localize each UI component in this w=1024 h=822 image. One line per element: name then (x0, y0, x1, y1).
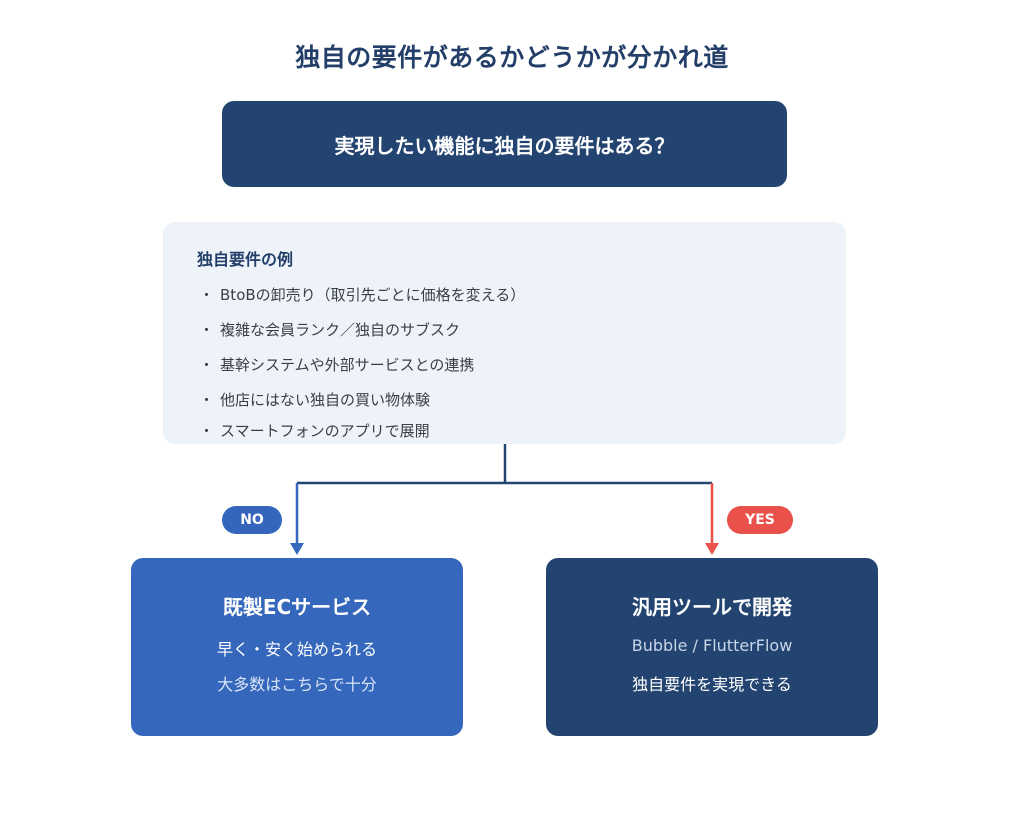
bullet: ・ (199, 422, 215, 440)
result-line: 大多数はこちらで十分 (217, 675, 377, 694)
example-item: ・スマートフォンのアプリで展開 (199, 420, 430, 441)
no-label: NO (240, 512, 264, 528)
example-item: ・ BtoBの卸売り（取引先ごとに価格を変える） (199, 284, 525, 305)
bullet: ・ (199, 286, 215, 304)
examples-heading: 独自要件の例 (197, 250, 294, 269)
bullet: ・ (199, 356, 215, 374)
example-text: 他店にはない独自の買い物体験 (220, 391, 431, 409)
ready-made-ec-box: 既製ECサービス 早く・安く始められる 大多数はこちらで十分 (131, 558, 463, 736)
yes-label: YES (745, 512, 775, 528)
example-item: ・複雑な会員ランク／独自のサブスク (199, 319, 460, 340)
example-text: 複雑な会員ランク／独自のサブスク (220, 321, 461, 339)
no-badge: NO (222, 506, 282, 534)
result-line: Bubble / FlutterFlow (631, 636, 793, 655)
yes-arrowhead-icon (705, 543, 719, 555)
bullet: ・ (199, 321, 215, 339)
bullet: ・ (199, 391, 215, 409)
general-tool-box: 汎用ツールで開発 Bubble / FlutterFlow 独自要件を実現できる (546, 558, 878, 736)
question-text: 実現したい機能に独自の要件はある？ (334, 133, 675, 158)
example-text: BtoBの卸売り（取引先ごとに価格を変える） (220, 286, 526, 304)
example-item: ・他店にはない独自の買い物体験 (199, 389, 430, 410)
example-item: ・基幹システムや外部サービスとの連携 (199, 354, 474, 375)
examples-panel: 独自要件の例 ・BtoBの卸売り（取引先ごとに価格を変える） ・複雑な会員ランク… (163, 222, 846, 444)
example-text: スマートフォンのアプリで展開 (220, 422, 430, 440)
result-title: 既製ECサービス (222, 595, 372, 619)
result-line: 早く・安く始められる (216, 640, 377, 659)
yes-badge: YES (727, 506, 793, 534)
diagram-title: 独自の要件があるかどうかが分かれ道 (295, 43, 729, 72)
result-title: 汎用ツールで開発 (632, 595, 792, 619)
question-box: 実現したい機能に独自の要件はある？ (222, 101, 787, 187)
result-line: 独自要件を実現できる (632, 675, 792, 694)
example-text: 基幹システムや外部サービスとの連携 (220, 356, 475, 374)
no-arrowhead-icon (290, 543, 304, 555)
